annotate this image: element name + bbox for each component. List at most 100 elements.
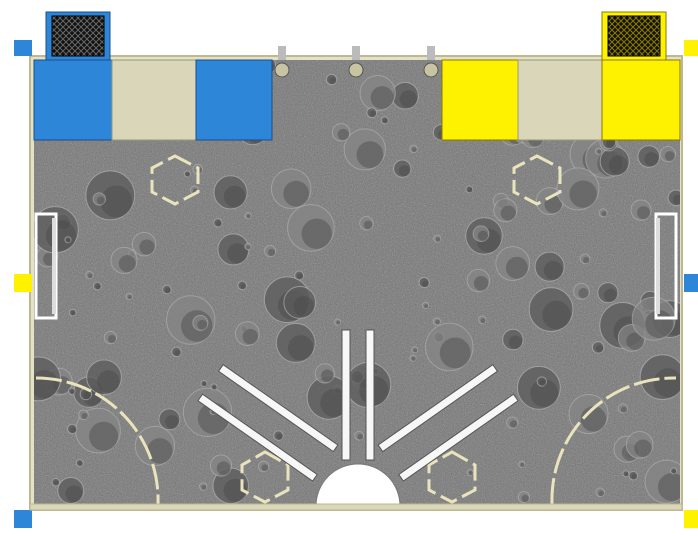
crater-shadow bbox=[246, 245, 251, 250]
crater-shadow bbox=[107, 335, 116, 344]
hex-pad[interactable] bbox=[150, 154, 200, 206]
peg[interactable] bbox=[423, 46, 439, 78]
left-side-goal[interactable] bbox=[34, 212, 58, 320]
crater bbox=[244, 242, 252, 251]
crater bbox=[591, 341, 605, 354]
crater-shadow bbox=[223, 185, 246, 208]
peg[interactable] bbox=[274, 46, 290, 78]
crater-shadow bbox=[543, 260, 563, 280]
crater-shadow bbox=[598, 490, 605, 497]
crater-shadow bbox=[468, 471, 473, 476]
crater-shadow bbox=[621, 406, 627, 413]
crater bbox=[493, 198, 518, 223]
crater-shadow bbox=[583, 256, 590, 264]
crater-shadow bbox=[297, 273, 304, 280]
crater bbox=[421, 301, 429, 309]
crater bbox=[314, 363, 335, 384]
blue-corner-marker bbox=[14, 40, 32, 56]
hex-pad[interactable] bbox=[512, 154, 562, 206]
hex-pad[interactable] bbox=[427, 450, 477, 504]
crater bbox=[418, 276, 430, 289]
crater-shadow bbox=[337, 128, 350, 141]
launch-rail[interactable] bbox=[377, 364, 499, 453]
crater-shadow bbox=[246, 214, 251, 219]
crater-shadow bbox=[212, 385, 217, 390]
crater bbox=[594, 147, 603, 155]
crater-shadow bbox=[520, 463, 525, 468]
peg-row bbox=[274, 46, 439, 78]
crater-shadow bbox=[370, 86, 394, 110]
crater-shadow bbox=[96, 196, 105, 205]
crater bbox=[166, 295, 216, 345]
blue-goal-tower[interactable] bbox=[45, 11, 111, 61]
hex-pad[interactable] bbox=[240, 450, 290, 504]
crater-shadow bbox=[329, 77, 337, 85]
crater-shadow bbox=[78, 461, 83, 467]
yellow-platform bbox=[441, 59, 681, 141]
crater bbox=[534, 251, 565, 282]
crater bbox=[134, 425, 176, 467]
crater-shadow bbox=[336, 320, 341, 325]
crater-shadow bbox=[539, 379, 546, 386]
crater-shadow bbox=[544, 195, 563, 214]
peg[interactable] bbox=[348, 46, 364, 78]
crater bbox=[283, 286, 317, 319]
crater-shadow bbox=[301, 218, 332, 249]
blue-corner-marker bbox=[14, 510, 32, 528]
crater-shadow bbox=[601, 211, 607, 217]
crater-shadow bbox=[597, 149, 602, 154]
crater bbox=[366, 107, 378, 119]
crater bbox=[67, 387, 76, 395]
crater-shadow bbox=[505, 256, 528, 279]
crater bbox=[465, 185, 474, 194]
crater-shadow bbox=[139, 239, 155, 255]
launch-rail[interactable] bbox=[217, 364, 339, 453]
crater-shadow bbox=[320, 369, 334, 383]
crater bbox=[573, 282, 590, 300]
crater bbox=[477, 315, 487, 325]
crater bbox=[536, 376, 547, 387]
crater-shadow bbox=[411, 356, 416, 361]
launch-rail[interactable] bbox=[365, 329, 375, 461]
center-launch-arc[interactable] bbox=[315, 463, 401, 507]
crater-shadow bbox=[500, 205, 516, 221]
blue-platform bbox=[33, 59, 273, 141]
crater-shadow bbox=[672, 194, 680, 205]
crater bbox=[506, 416, 519, 429]
crater-shadow bbox=[653, 368, 680, 398]
crater-shadow bbox=[97, 370, 120, 393]
crater-shadow bbox=[95, 284, 101, 290]
yellow-goal-tower[interactable] bbox=[601, 11, 667, 61]
crater bbox=[409, 354, 417, 362]
crater bbox=[659, 146, 677, 163]
crater-shadow bbox=[672, 469, 677, 474]
right-side-goal[interactable] bbox=[654, 212, 678, 320]
blue-side-marker bbox=[684, 274, 698, 292]
crater bbox=[556, 167, 600, 211]
crater-shadow bbox=[542, 300, 571, 330]
crater bbox=[257, 460, 270, 473]
crater bbox=[93, 281, 102, 291]
crater-shadow bbox=[216, 461, 231, 476]
launch-rail[interactable] bbox=[341, 329, 351, 461]
crater bbox=[579, 253, 591, 265]
launch-rail[interactable] bbox=[197, 393, 318, 482]
crater bbox=[639, 354, 680, 401]
crater-shadow bbox=[34, 370, 59, 399]
crater-shadow bbox=[261, 464, 269, 472]
crater-shadow bbox=[369, 110, 377, 118]
crater-shadow bbox=[634, 439, 652, 457]
board-bottom-edge bbox=[29, 503, 683, 511]
crater bbox=[517, 491, 531, 504]
launch-rail[interactable] bbox=[398, 393, 519, 482]
crater-shadow bbox=[127, 295, 132, 300]
crater-shadow bbox=[66, 238, 71, 243]
crater-shadow bbox=[383, 118, 388, 124]
crater bbox=[64, 236, 72, 244]
crater bbox=[275, 322, 316, 363]
crater-shadow bbox=[413, 348, 418, 353]
crater-shadow bbox=[165, 287, 171, 294]
crater-shadow bbox=[118, 255, 136, 273]
crater bbox=[294, 270, 305, 281]
crater bbox=[622, 470, 630, 478]
